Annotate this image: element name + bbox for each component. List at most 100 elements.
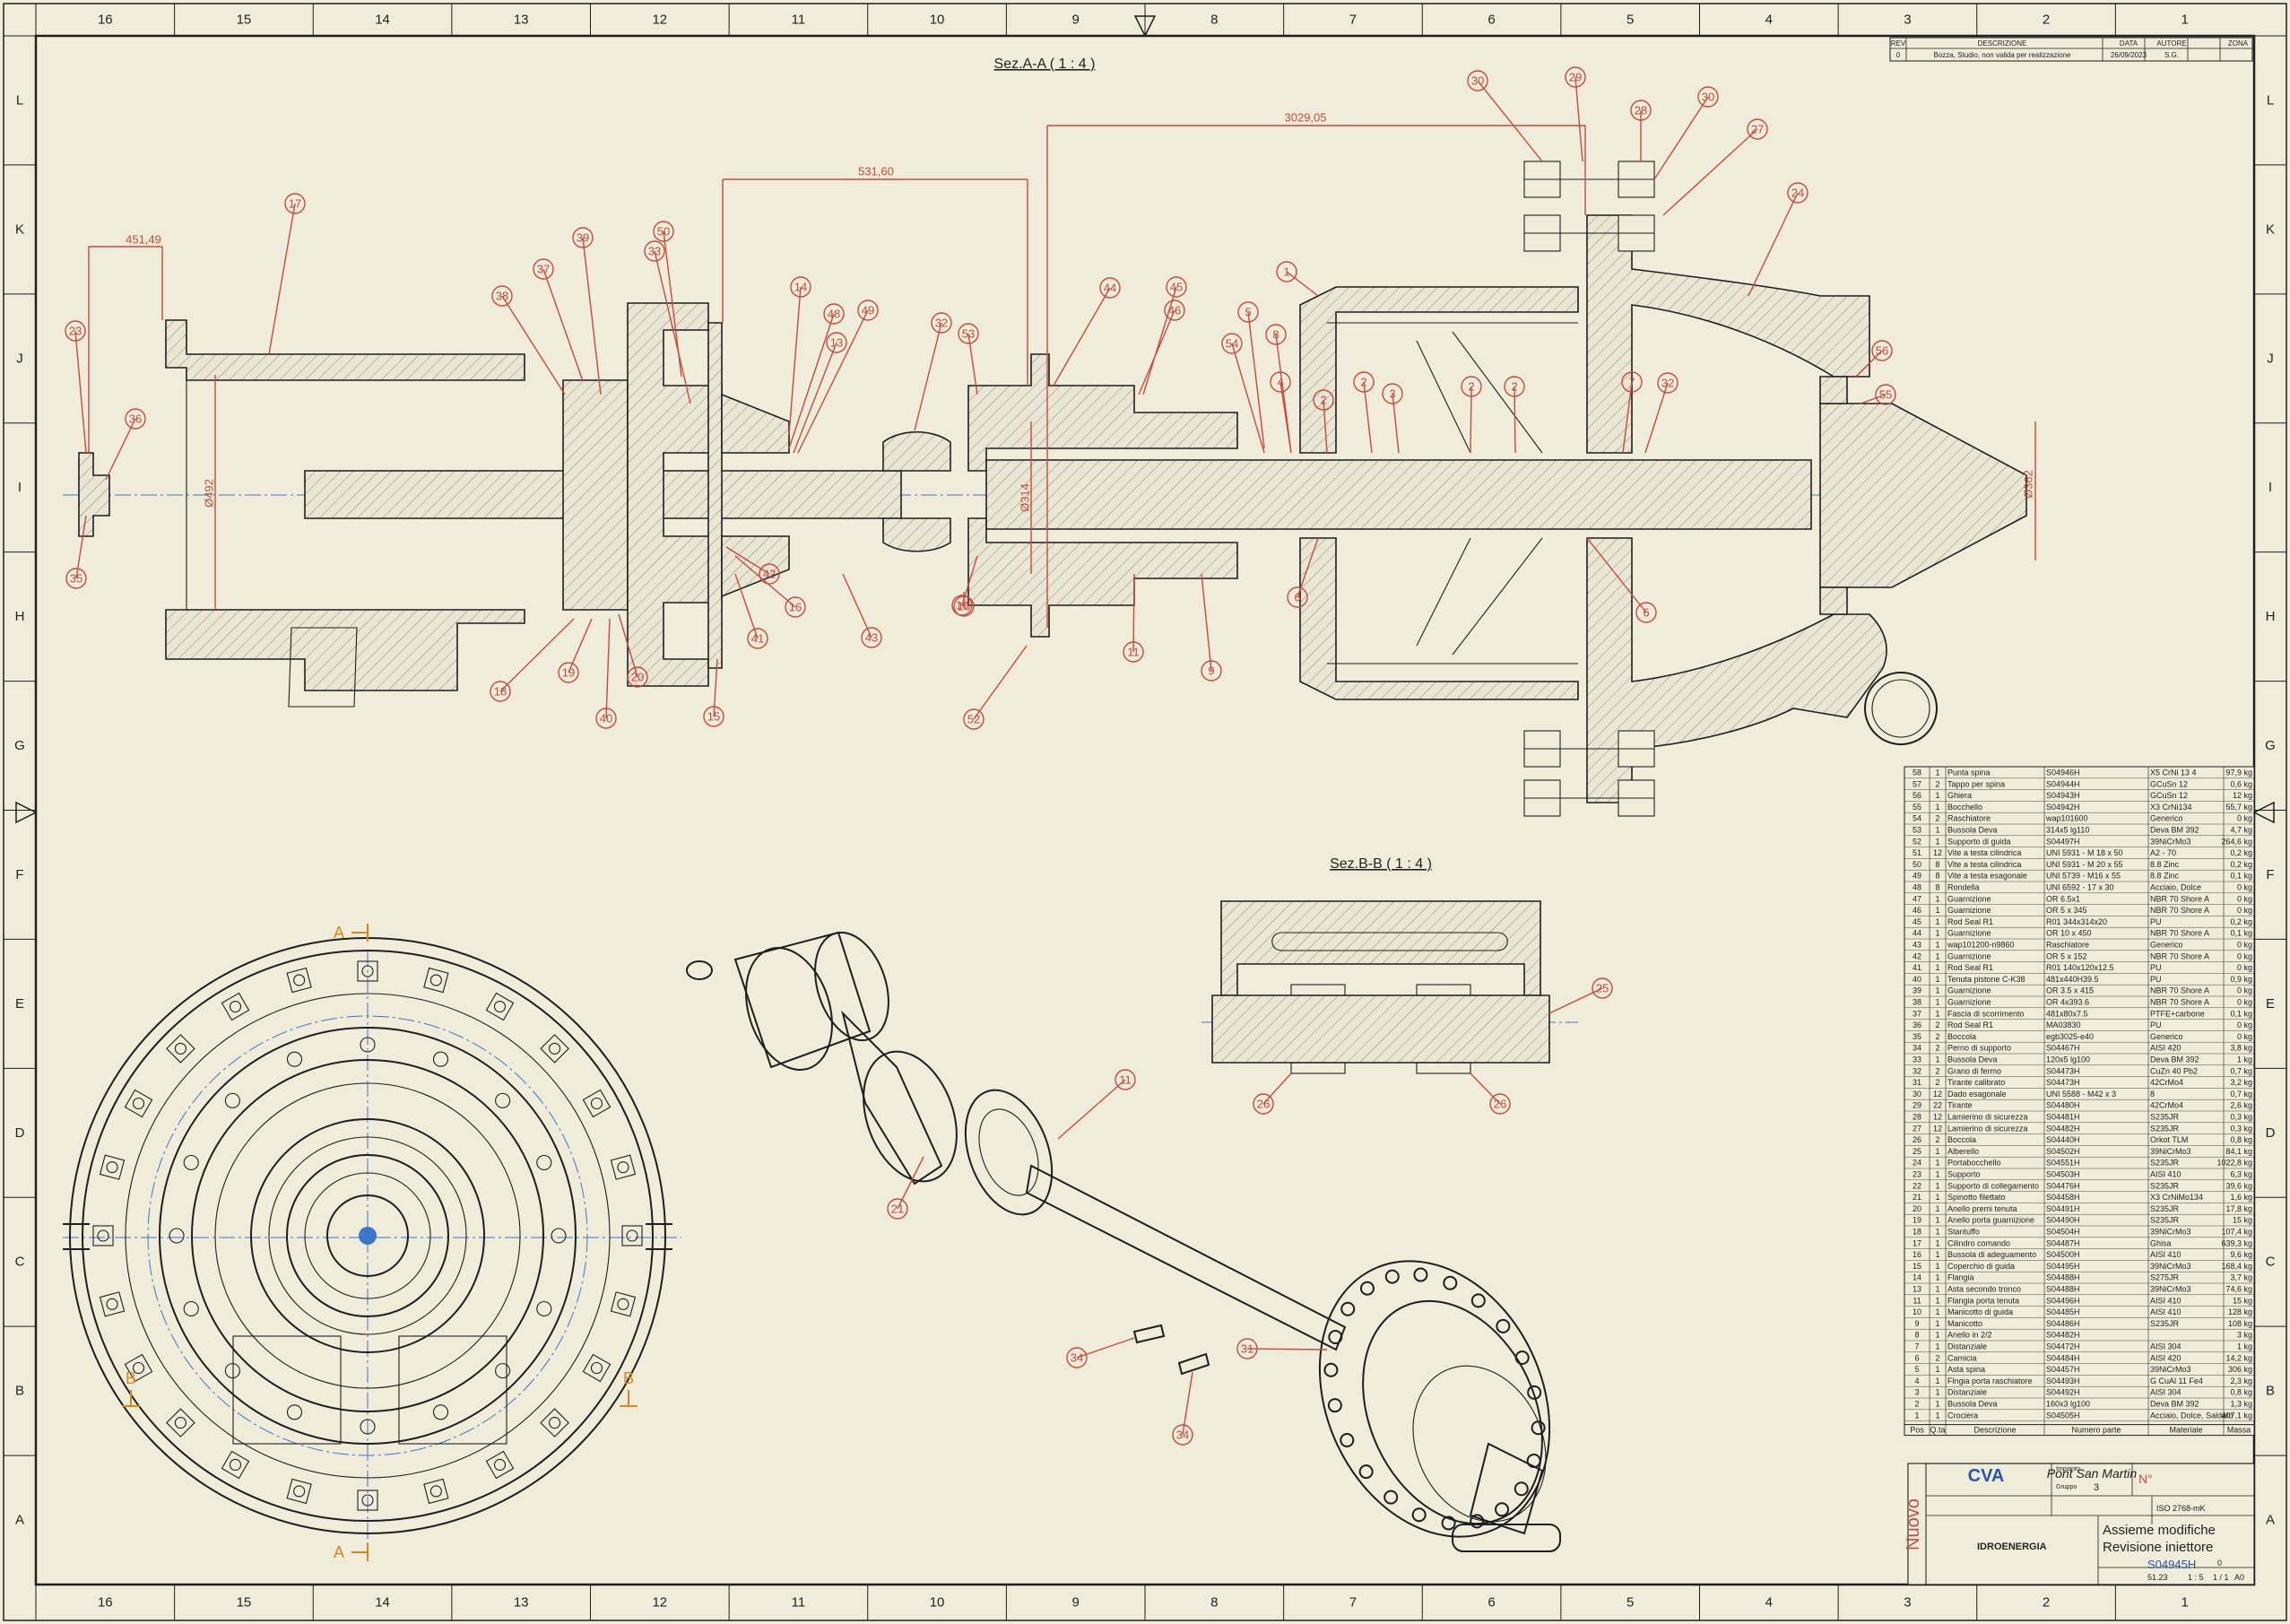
bom-cell: Deva BM 392: [2150, 826, 2199, 835]
balloon-label: 32: [1661, 377, 1674, 390]
bom-cell: Lamierino di sicurezza: [1947, 1124, 2028, 1133]
bom-cell: Portabocchello: [1947, 1159, 2001, 1168]
balloon: [861, 627, 882, 648]
bom-cell: 0,3 kg: [2230, 1124, 2252, 1133]
bom-cell: 1: [1935, 941, 1939, 950]
bom-cell: X5 CrNi 13 4: [2150, 769, 2197, 777]
bom-cell: 50: [1913, 860, 1921, 869]
zone-row-label: B: [2266, 1384, 2275, 1399]
bom-cell: MA03830: [2046, 1020, 2081, 1029]
bom-cell: 30: [1913, 1090, 1921, 1099]
bom-cell: Guarnizione: [1947, 986, 1991, 995]
bom-cell: Coperchio di guida: [1947, 1262, 2015, 1271]
bom-cell: 160x3 lg100: [2046, 1400, 2090, 1409]
balloon: [125, 408, 146, 430]
bom-cell: 1: [1935, 1204, 1939, 1213]
drawing-code: S04945H: [2147, 1558, 2196, 1571]
code-extra: 51.23: [2147, 1573, 2168, 1582]
zone-col-label: 3: [1904, 1595, 1911, 1611]
bom-cell: S04457H: [2046, 1365, 2080, 1374]
bom-cell: 15 kg: [2233, 1216, 2252, 1225]
bom-cell: UNI 6592 - 17 x 30: [2046, 883, 2114, 892]
balloon-label: 42: [763, 568, 776, 581]
balloon-label: 54: [1226, 337, 1238, 351]
bom-cell: UNI 5931 - M 18 x 50: [2046, 848, 2123, 857]
bom-cell: Crociera: [1947, 1411, 1978, 1420]
bom-cell: AISI 410: [2150, 1296, 2182, 1305]
zone-row-label: I: [2268, 480, 2272, 495]
bom-cell: 39NiCrMo3: [2150, 1147, 2191, 1156]
balloon: [653, 221, 674, 242]
section-aa-view: [63, 161, 2027, 817]
bom-cell: S04942H: [2046, 803, 2080, 812]
bom-cell: Deva BM 392: [2150, 1055, 2199, 1064]
bom-cell: Generico: [2150, 941, 2183, 950]
bom-cell: 8: [2150, 1090, 2155, 1099]
balloon-label: 14: [794, 281, 807, 294]
bom-cell: 1 kg: [2237, 1055, 2252, 1064]
bom-cell: Generico: [2150, 814, 2183, 823]
balloon: [857, 300, 879, 321]
balloon: [1123, 641, 1144, 663]
bom-cell: 0 kg: [2237, 998, 2252, 1007]
bom-cell: 38: [1913, 998, 1921, 1007]
bom-cell: 22: [1933, 1101, 1942, 1110]
balloon: [1630, 100, 1652, 121]
bom-cell: NBR 70 Shore A: [2150, 906, 2209, 915]
bom-cell: egb3025-e40: [2046, 1032, 2094, 1041]
revision-number: 0: [2217, 1559, 2222, 1568]
bom-header: Pos: [1910, 1426, 1924, 1435]
bom-cell: 1: [1935, 826, 1939, 835]
standard: ISO 2768-mK: [2156, 1504, 2206, 1513]
zone-col-label: 11: [792, 1595, 806, 1611]
balloon: [558, 662, 579, 683]
bom-cell: 1: [1935, 1055, 1939, 1064]
balloon-label: 2: [1360, 376, 1366, 389]
bom-cell: UNI 5588 - M42 x 3: [2046, 1090, 2116, 1099]
dim-d362: Ø362: [2022, 470, 2035, 499]
bom-cell: 56: [1913, 791, 1921, 800]
bom-cell: 0,1 kg: [2230, 872, 2252, 881]
bom-cell: 1: [1935, 963, 1939, 972]
balloon-label: 55: [1879, 388, 1892, 402]
balloon-label: 34: [1071, 1351, 1083, 1365]
bom-cell: 13: [1913, 1285, 1921, 1294]
bom-cell: 2: [1935, 1044, 1939, 1053]
zone-row-label: B: [15, 1384, 24, 1399]
bom-cell: 16: [1913, 1250, 1921, 1259]
bom-cell: OR 10 x 450: [2046, 929, 2092, 938]
bom-header: Materiale: [2169, 1426, 2202, 1435]
zone-col-label: 8: [1210, 13, 1218, 28]
bom-cell: Vite a testa cilindrica: [1947, 848, 2021, 857]
balloon: [1747, 118, 1768, 140]
bom-cell: S04503H: [2046, 1170, 2080, 1179]
bom-cell: S04502H: [2046, 1147, 2080, 1156]
bom-cell: Rod Seal R1: [1947, 1020, 1993, 1029]
balloon: [1265, 324, 1287, 345]
center-mark-left: [15, 801, 38, 824]
bom-cell: AISI 304: [2150, 1388, 2182, 1397]
title-line-2: Revisione iniettore: [2103, 1540, 2213, 1555]
bom-cell: NBR 70 Shore A: [2150, 929, 2209, 938]
bom-cell: 1: [1935, 951, 1939, 960]
bom-cell: 0,1 kg: [2230, 1009, 2252, 1018]
bom-cell: 25: [1913, 1147, 1921, 1156]
balloon: [1353, 371, 1375, 393]
bom-cell: 407,1 kg: [2221, 1411, 2252, 1420]
bom-cell: Flngia porta raschiatore: [1947, 1376, 2033, 1385]
balloon-label: 30: [1702, 91, 1714, 104]
bom-cell: 15 kg: [2233, 1296, 2252, 1305]
zone-row-label: J: [16, 351, 23, 366]
balloon: [1382, 383, 1403, 404]
balloon-label: 26: [1257, 1098, 1270, 1111]
zone-col-label: 8: [1210, 1595, 1218, 1611]
bom-cell: 21: [1913, 1193, 1921, 1202]
bom-cell: 1: [1935, 894, 1939, 903]
zone-col-label: 9: [1072, 1595, 1080, 1611]
revision-header: DESCRIZIONE: [1978, 39, 2027, 48]
dim-531: 531,60: [858, 165, 894, 178]
balloon-label: 11: [1127, 646, 1140, 659]
bom-cell: S04946H: [2046, 769, 2080, 777]
bom-cell: 8.8 Zinc: [2150, 860, 2180, 869]
